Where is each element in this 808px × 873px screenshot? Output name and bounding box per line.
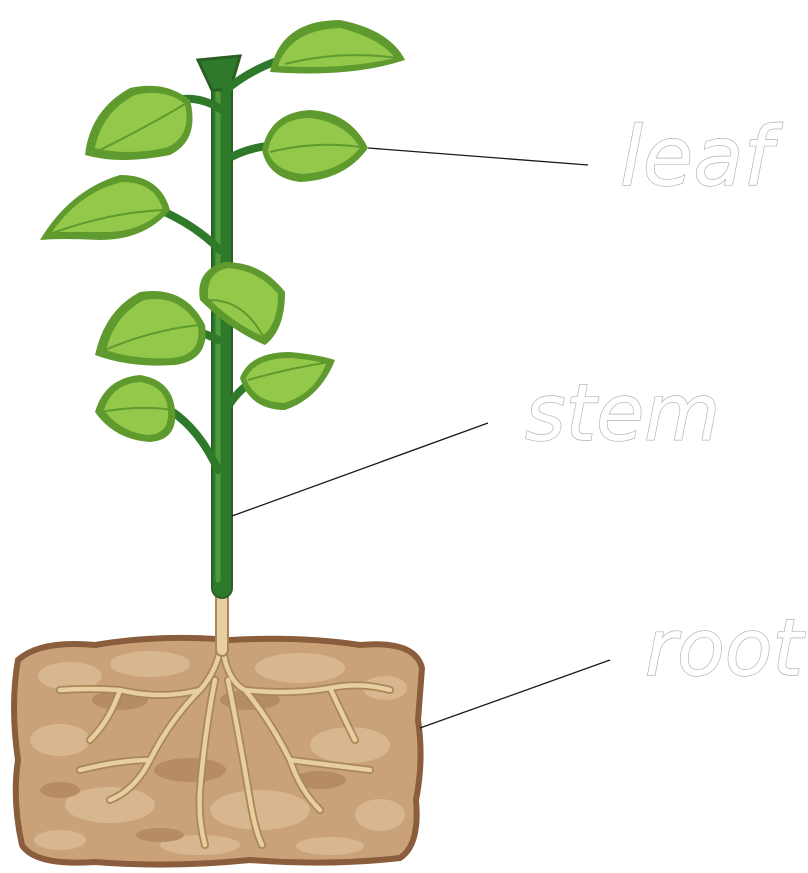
soil-block (14, 638, 422, 865)
leaf-middle-left (40, 175, 170, 240)
root-label: root (645, 604, 806, 694)
leaf-bottom-left (95, 375, 175, 442)
leaf-upper-left (85, 86, 193, 160)
stem-leader-line (232, 423, 488, 516)
leaf-label: leaf (620, 110, 783, 205)
root-leader-line (420, 660, 610, 728)
leaf-right-labeled (262, 110, 368, 182)
leaf-lower-left (95, 291, 206, 366)
leaf-top-right (270, 20, 405, 74)
stem-label: stem (525, 369, 720, 459)
leaf-leader-line (368, 148, 588, 165)
leaf-right-small (240, 352, 335, 410)
